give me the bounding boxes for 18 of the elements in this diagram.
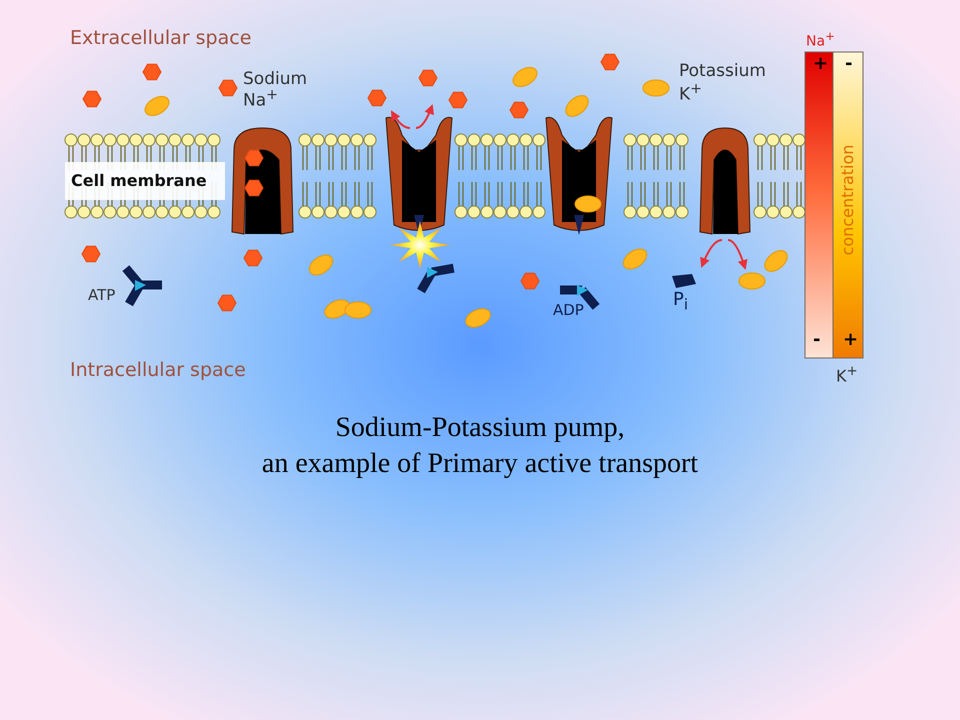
- ion-label: Sodium: [243, 70, 308, 89]
- region-label: Extracellular space: [70, 28, 252, 49]
- molecule-label: ADP: [553, 302, 584, 318]
- ion-label: Na$^{+}$: [243, 88, 278, 110]
- charge-sign: +: [813, 54, 828, 74]
- charge-sign: -: [845, 54, 852, 74]
- charge-sign: -: [813, 330, 820, 350]
- molecule-label: P$_{i}$: [673, 290, 688, 314]
- caption: Sodium-Potassium pump, an example of Primary active transport: [260, 411, 700, 482]
- region-label: Intracellular space: [70, 360, 246, 381]
- ion-label: Potassium: [679, 62, 766, 81]
- ion-label: Na$^{+}$: [806, 30, 835, 50]
- molecule-label: ATP: [88, 287, 116, 304]
- axis-label: concentration: [839, 144, 857, 256]
- membrane-label: Cell membrane: [65, 162, 225, 200]
- charge-sign: +: [843, 330, 858, 350]
- ion-label: K$^{+}$: [836, 365, 858, 385]
- ion-label: K$^{+}$: [679, 82, 702, 104]
